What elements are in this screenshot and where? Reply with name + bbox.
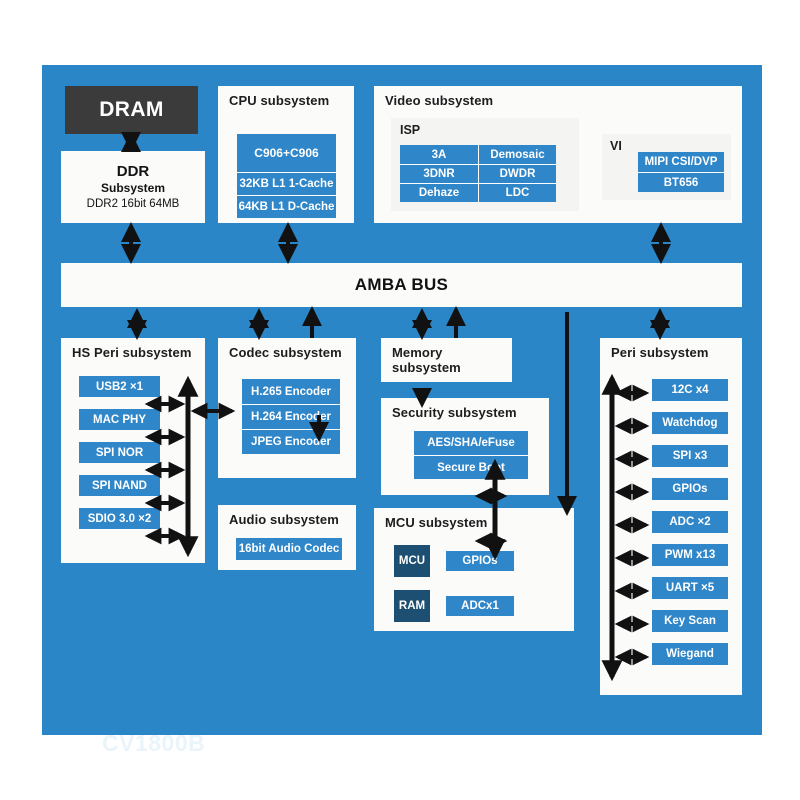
vi-bt656-block: BT656	[638, 172, 724, 192]
cpu-subsystem-card: CPU subsystem C906+C906 32KB L1 1-Cache …	[218, 86, 354, 223]
peri-subsystem-title: Peri subsystem	[611, 345, 709, 360]
isp-cell-dwdr: DWDR	[478, 164, 556, 183]
peri-block-wiegand: Wiegand	[652, 643, 728, 665]
audio-block-codec: 16bit Audio Codec	[236, 538, 342, 560]
ddr-line-2: Subsystem	[100, 181, 166, 196]
security-subsystem-title: Security subsystem	[392, 405, 517, 420]
codec-block-h264: H.264 Encoder	[242, 404, 340, 429]
vi-mipi-block: MIPI CSI/DVP	[638, 152, 724, 172]
codec-subsystem-card: Codec subsystem H.265 Encoder H.264 Enco…	[218, 338, 356, 478]
hs-peri-subsystem-title: HS Peri subsystem	[72, 345, 192, 360]
hs-peri-block-spi-nand: SPI NAND	[79, 475, 160, 496]
mcu-core-block: MCU	[394, 545, 430, 577]
isp-title: ISP	[400, 123, 421, 137]
codec-block-jpeg: JPEG Encoder	[242, 429, 340, 454]
hs-peri-block-mac-phy: MAC PHY	[79, 409, 160, 430]
hs-peri-subsystem-card: HS Peri subsystem USB2 ×1 MAC PHY SPI NO…	[61, 338, 205, 563]
chip-panel: DRAM DDR Subsystem DDR2 16bit 64MB CPU s…	[42, 65, 762, 756]
hs-peri-block-usb2: USB2 ×1	[79, 376, 160, 397]
peri-block-watchdog: Watchdog	[652, 412, 728, 434]
isp-cell-3dnr: 3DNR	[400, 164, 478, 183]
peri-block-adc: ADC ×2	[652, 511, 728, 533]
hs-peri-block-sdio: SDIO 3.0 ×2	[79, 508, 160, 529]
security-block-aes: AES/SHA/eFuse	[414, 431, 528, 455]
chip-name-label: CV1800B	[102, 730, 206, 756]
codec-subsystem-title: Codec subsystem	[229, 345, 342, 360]
hs-peri-block-spi-nor: SPI NOR	[79, 442, 160, 463]
dram-block: DRAM	[65, 86, 198, 134]
ddr-subsystem-card: DDR Subsystem DDR2 16bit 64MB	[61, 151, 205, 223]
cpu-subsystem-title: CPU subsystem	[229, 93, 330, 108]
isp-cell-demosaic: Demosaic	[478, 145, 556, 164]
mcu-gpios-block: GPIOs	[446, 551, 514, 571]
mcu-ram-block: RAM	[394, 590, 430, 622]
vi-card: VI MIPI CSI/DVP BT656	[602, 134, 731, 200]
peri-subsystem-card: Peri subsystem 12C x4 Watchdog SPI x3 GP…	[600, 338, 742, 695]
isp-cell-3a: 3A	[400, 145, 478, 164]
codec-block-h265: H.265 Encoder	[242, 379, 340, 404]
cpu-dcache-block: 64KB L1 D-Cache	[237, 195, 336, 218]
video-subsystem-title: Video subsystem	[385, 93, 494, 108]
mcu-subsystem-title: MCU subsystem	[385, 515, 488, 530]
audio-subsystem-card: Audio subsystem 16bit Audio Codec	[218, 505, 356, 570]
memory-subsystem-card: Memory subsystem	[381, 338, 512, 382]
audio-subsystem-title: Audio subsystem	[229, 512, 339, 527]
cpu-icache-block: 32KB L1 1-Cache	[237, 172, 336, 195]
peri-block-spi: SPI x3	[652, 445, 728, 467]
cpu-core-block: C906+C906	[237, 134, 336, 172]
peri-block-uart: UART ×5	[652, 577, 728, 599]
isp-cell-ldc: LDC	[478, 183, 556, 202]
isp-cell-dehaze: Dehaze	[400, 183, 478, 202]
peri-block-keyscan: Key Scan	[652, 610, 728, 632]
mcu-adc-block: ADCx1	[446, 596, 514, 616]
peri-block-gpios: GPIOs	[652, 478, 728, 500]
amba-bus: AMBA BUS	[61, 263, 742, 307]
security-subsystem-card: Security subsystem AES/SHA/eFuse Secure …	[381, 398, 549, 495]
memory-subsystem-title: Memory subsystem	[392, 345, 461, 375]
video-subsystem-card: Video subsystem ISP 3A Demosaic 3DNR DWD…	[374, 86, 742, 223]
isp-card: ISP 3A Demosaic 3DNR DWDR Dehaze LDC	[391, 118, 579, 211]
ddr-line-1: DDR	[116, 162, 150, 180]
peri-block-i2c: 12C x4	[652, 379, 728, 401]
mcu-subsystem-card: MCU subsystem MCU RAM GPIOs ADCx1	[374, 508, 574, 631]
ddr-line-3: DDR2 16bit 64MB	[86, 198, 180, 211]
vi-title: VI	[610, 139, 622, 153]
security-block-secure-boot: Secure Boot	[414, 455, 528, 479]
peri-block-pwm: PWM x13	[652, 544, 728, 566]
